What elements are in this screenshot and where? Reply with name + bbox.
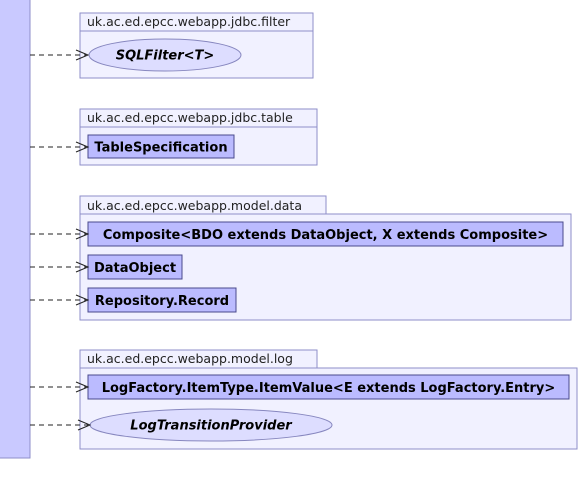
dependency-arrow [30,381,90,393]
class-composite[interactable]: Composite<BDO extends DataObject, X exte… [87,221,564,247]
package-name: uk.ac.ed.epcc.webapp.model.log [87,351,293,366]
class-tablespecification[interactable]: TableSpecification [87,134,235,159]
dependency-arrow [30,419,92,431]
package-model-log: uk.ac.ed.epcc.webapp.model.log LogFactor… [79,349,578,450]
class-itemvalue[interactable]: LogFactory.ItemType.ItemValue<E extends … [87,374,570,400]
package-jdbc-filter: uk.ac.ed.epcc.webapp.jdbc.filter SQLFilt… [79,12,314,79]
dependency-arrows [30,49,92,431]
class-label: TableSpecification [94,141,227,156]
class-box [87,374,570,400]
class-box [87,254,183,280]
class-label: Composite<BDO extends DataObject, X exte… [103,228,548,243]
package-name: uk.ac.ed.epcc.webapp.model.data [87,198,302,213]
interface-label: SQLFilter<T> [116,49,215,64]
interface-logtransitionprovider[interactable]: LogTransitionProvider [89,408,333,442]
class-label: DataObject [94,261,176,276]
class-box [87,287,237,313]
class-label: Repository.Record [95,294,229,309]
dependency-arrow [30,49,90,61]
class-dataobject[interactable]: DataObject [87,254,183,280]
dependency-arrow [30,294,90,306]
class-box [87,221,564,247]
interface-sqlfilter[interactable]: SQLFilter<T> [88,38,242,72]
package-name: uk.ac.ed.epcc.webapp.jdbc.table [87,110,293,125]
dependency-arrow [30,228,90,240]
interface-label: LogTransitionProvider [130,419,293,434]
package-model-data: uk.ac.ed.epcc.webapp.model.data Composit… [79,195,572,321]
dependency-arrow [30,261,90,273]
class-repository-record[interactable]: Repository.Record [87,287,237,313]
dependency-arrow [30,141,90,153]
class-label: LogFactory.ItemType.ItemValue<E extends … [102,381,556,396]
source-class-box[interactable] [0,0,31,459]
package-name: uk.ac.ed.epcc.webapp.jdbc.filter [87,14,291,29]
package-jdbc-table: uk.ac.ed.epcc.webapp.jdbc.table TableSpe… [79,108,318,166]
